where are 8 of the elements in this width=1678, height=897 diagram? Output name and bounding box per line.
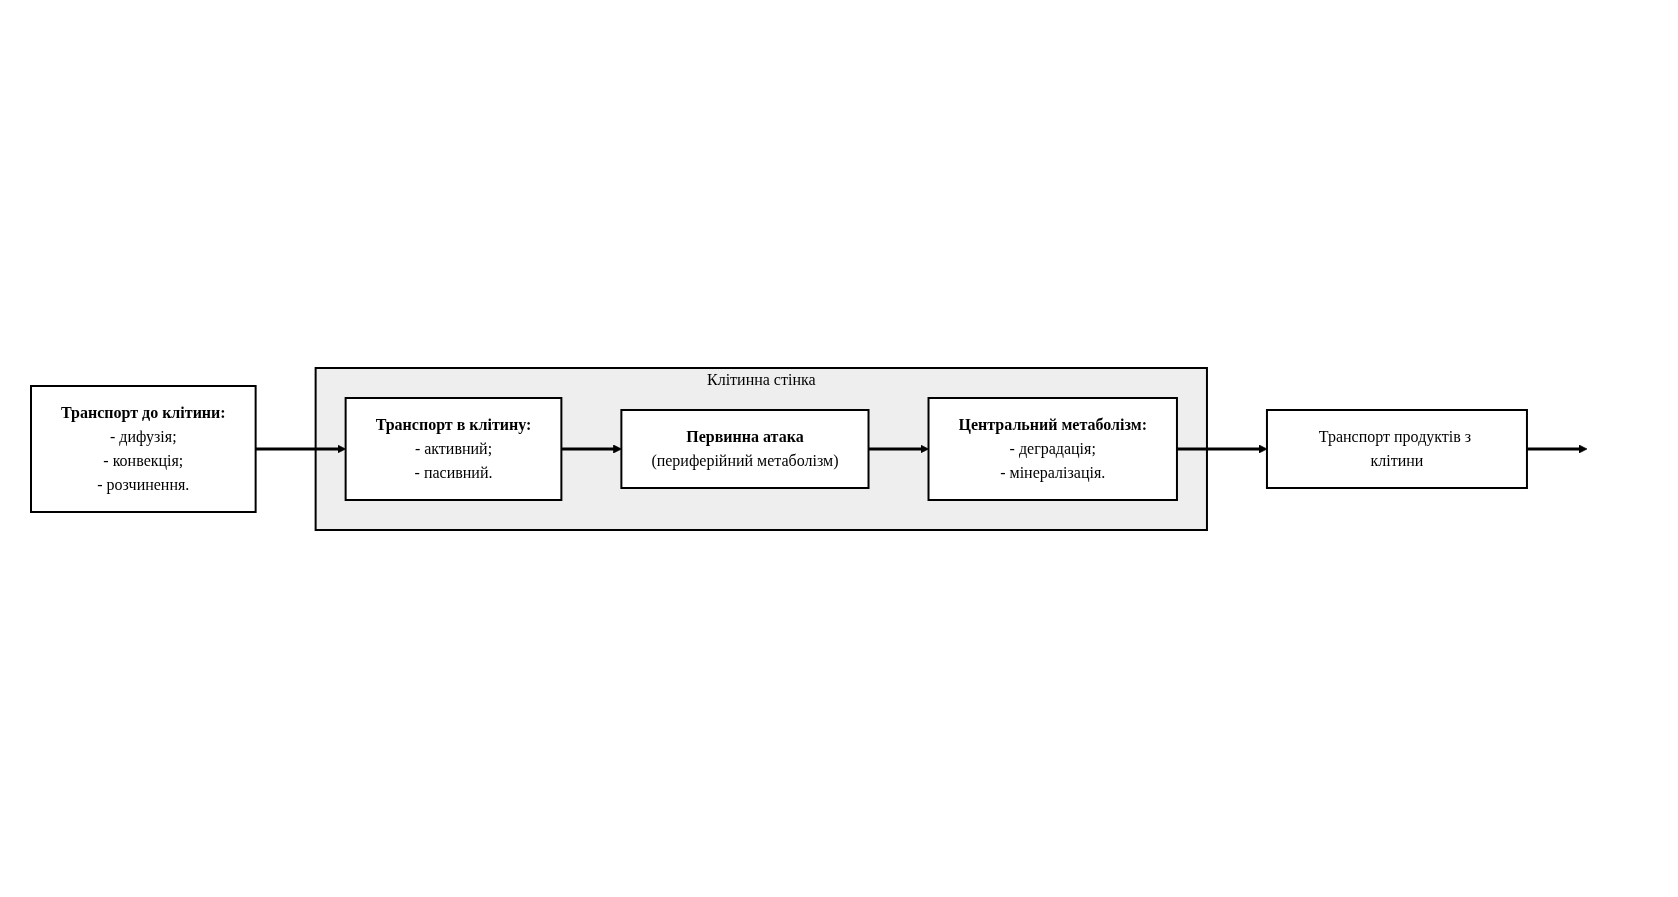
arrow [561,444,622,453]
node-box: Первинна атака (периферійний метаболізм) [620,408,870,489]
node-box: Транспорт до клітини: - дифузія; - конвекція; - розчинення. [30,384,257,513]
node-box: Транспорт продуктів з клітини [1265,408,1528,489]
node-box: Центральний метаболізм: - деградація; - мінералізація. [927,396,1178,501]
node-box: Транспорт в клітину: - активний; - пасивний. [344,396,563,501]
arrow [868,444,929,453]
arrow [1526,444,1588,453]
